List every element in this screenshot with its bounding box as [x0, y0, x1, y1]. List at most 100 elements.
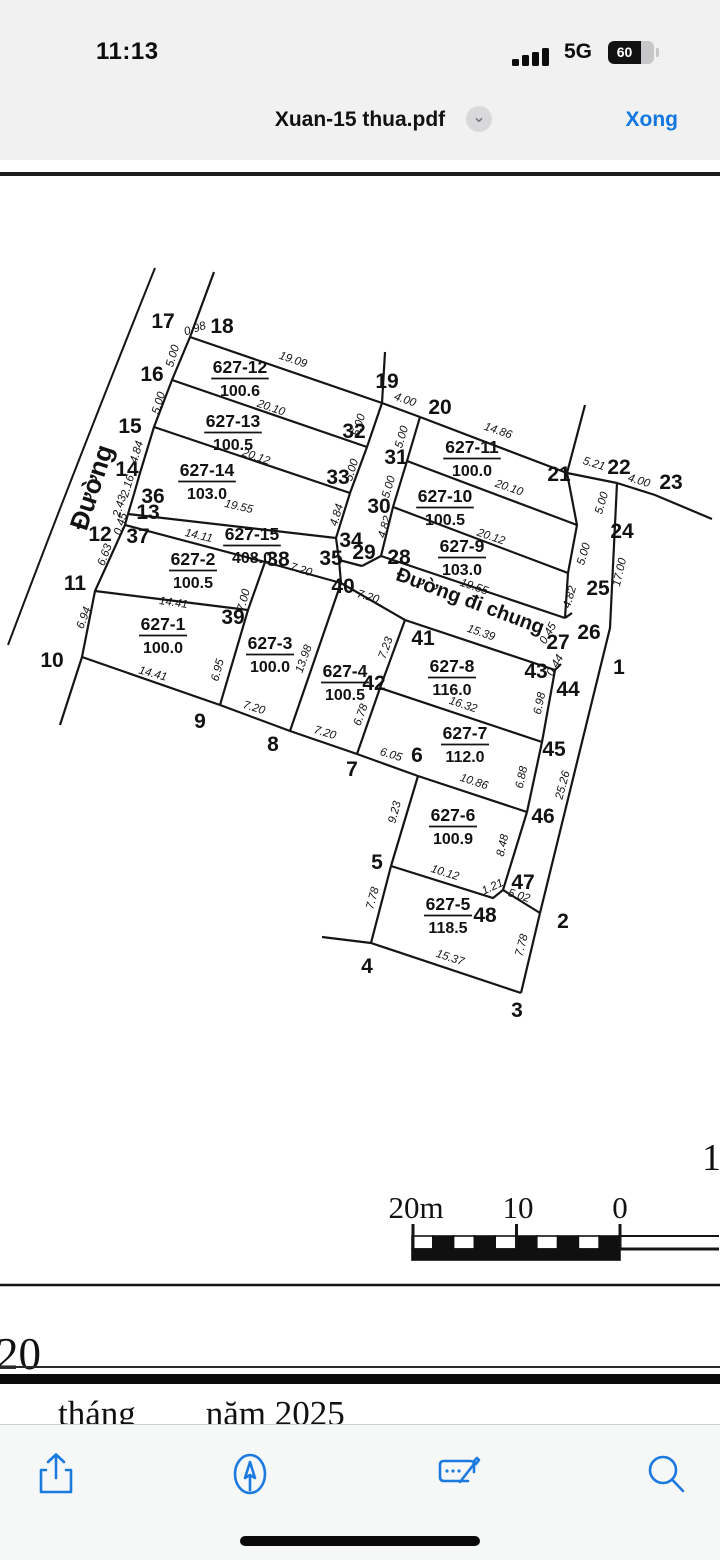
point-number-label: 22 — [607, 456, 630, 479]
scale-bar-segment — [515, 1235, 538, 1250]
dimension-label: 7.20 — [288, 561, 313, 579]
dimension-label: 7.78 — [513, 932, 531, 957]
west-boundary — [58, 336, 192, 726]
home-indicator[interactable] — [240, 1536, 480, 1546]
point-number-label: 17 — [151, 310, 174, 333]
dimension-label: 6.05 — [378, 746, 403, 764]
footer-thick-rule — [0, 1374, 720, 1384]
markup-button[interactable] — [222, 1447, 278, 1503]
point-number-label: 40 — [331, 575, 354, 598]
parcel-area-label: 100.5 — [325, 687, 365, 704]
point-number-label: 24 — [610, 520, 634, 543]
parcel-area-label: 100.5 — [425, 512, 465, 529]
parcel-area-label: 100.5 — [173, 575, 213, 592]
point-number-label: 23 — [659, 471, 682, 494]
dimension-label: 19.55 — [223, 498, 254, 516]
done-button[interactable]: Xong — [620, 107, 685, 133]
parcel-id-label: 627-11 — [445, 437, 499, 457]
dimension-label: 4.00 — [392, 391, 418, 410]
dimension-label: 6.88 — [514, 765, 531, 790]
markup-pen-icon — [233, 1453, 267, 1494]
point-number-label: 12 — [88, 523, 111, 546]
dimension-label: 20.12 — [239, 446, 272, 467]
parcel-id-label: 627-13 — [206, 411, 261, 431]
parcel-area-label: 100.0 — [250, 659, 290, 676]
signal-strength-icon — [512, 48, 554, 66]
dimension-label: 9.23 — [386, 799, 404, 824]
dimension-label: 25.26 — [553, 769, 572, 801]
footer-scale-fragment: 20 — [0, 1329, 41, 1379]
scale-bar-segment — [473, 1235, 496, 1250]
battery-percent: 60 — [616, 44, 633, 60]
search-button[interactable] — [638, 1447, 694, 1503]
parcel-id-label: 627-12 — [213, 357, 268, 377]
battery-nub — [656, 48, 659, 57]
scale-bar-segment — [556, 1235, 580, 1250]
scale-bar-segment — [411, 1248, 621, 1261]
point-number-label: 25 — [586, 577, 610, 600]
point-number-label: 33 — [326, 466, 349, 489]
point-number-label: 38 — [266, 548, 290, 571]
network-type-label: 5G — [564, 40, 593, 63]
point-number-label: 9 — [194, 710, 206, 733]
search-icon — [648, 1455, 685, 1492]
dimension-label: 5.21 — [581, 455, 606, 473]
parcel-id-label: 627-5 — [426, 894, 471, 914]
point-number-label: 35 — [319, 547, 343, 570]
parcel-id-label: 627-7 — [443, 723, 488, 743]
dimension-label: 5.00 — [593, 490, 611, 515]
point-number-label: 30 — [367, 495, 390, 518]
parcel-area-label: 100.0 — [452, 463, 492, 480]
scale-label-10: 10 — [503, 1190, 534, 1225]
parcel-id-label: 627-15 — [225, 524, 280, 544]
parcel-id-label: 627-8 — [430, 656, 475, 676]
scale-bar-segment — [431, 1235, 455, 1250]
point-number-label: 31 — [384, 446, 408, 469]
point-number-label: 45 — [542, 738, 566, 761]
parcel-area-label: 103.0 — [442, 562, 482, 579]
parcel-id-label: 627-9 — [440, 536, 485, 556]
parcel-id-label: 627-1 — [141, 614, 186, 634]
chevron-down-icon[interactable]: ⌄ — [466, 106, 492, 132]
scale-bar-segment — [535, 1235, 559, 1250]
parcel-id-label: 627-2 — [171, 549, 216, 569]
scale-bar-segment — [577, 1235, 601, 1250]
parcel-area-label: 100.5 — [213, 437, 253, 454]
dimension-label: 4.82 — [561, 584, 579, 609]
parcel-area-label: 100.9 — [433, 831, 473, 848]
parcel-id-label: 627-14 — [180, 460, 235, 480]
scale-bar-segment — [598, 1235, 621, 1250]
share-button[interactable] — [28, 1447, 84, 1503]
point-number-label: 44 — [556, 678, 580, 701]
status-time: 11:13 — [96, 38, 159, 65]
dimension-label: 7.78 — [364, 885, 382, 910]
top-chrome: 11:13 5G 60 Xuan-15 thua.pdf ⌄ Xong — [0, 0, 720, 160]
dimension-label: 10.86 — [458, 772, 490, 792]
dimension-label: 1.21 — [480, 877, 505, 897]
point-number-label: 10 — [40, 649, 63, 672]
point-number-label: 6 — [411, 744, 423, 767]
dimension-label: 5.00 — [150, 390, 168, 415]
autofill-form-button[interactable] — [428, 1447, 484, 1503]
point-number-label: 48 — [473, 904, 497, 927]
parcel-area-label: 100.0 — [143, 640, 183, 657]
dimension-label: 14.41 — [158, 595, 188, 611]
battery-icon: 60 — [608, 41, 654, 64]
scale-bar-segment — [452, 1235, 476, 1250]
point-number-label: 5 — [371, 851, 383, 874]
point-number-label: 26 — [577, 621, 600, 644]
parcel-id-label: 627-3 — [248, 633, 293, 653]
point-number-label: 34 — [339, 529, 363, 552]
parcel-area-label: 112.0 — [445, 749, 484, 766]
parcel-area-label: 116.0 — [432, 682, 471, 699]
point-number-label: 46 — [531, 805, 554, 828]
scale-label-20m: 20m — [388, 1190, 443, 1225]
dimension-label: 8.48 — [495, 833, 512, 858]
parcel-id-label: 627-6 — [431, 805, 476, 825]
point-number-label: 4 — [361, 955, 373, 978]
common-road-north-edge — [380, 554, 566, 620]
point-number-label: 14 — [115, 458, 139, 481]
road-outer-edge — [7, 267, 156, 646]
point-number-label: 20 — [428, 396, 451, 419]
